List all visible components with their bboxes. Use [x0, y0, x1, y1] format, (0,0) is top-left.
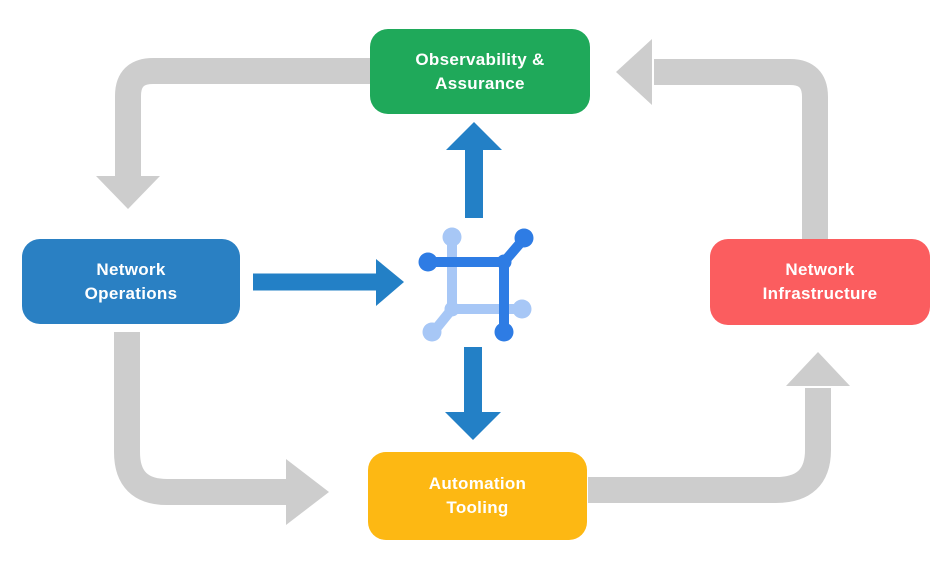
arrow-operations-to-hub — [253, 259, 404, 306]
node-network-infrastructure: Network Infrastructure — [710, 239, 930, 325]
network-hub-icon-dark — [418, 228, 534, 342]
node-observability-assurance: Observability & Assurance — [370, 29, 590, 114]
node-label-line: Assurance — [435, 73, 525, 93]
arrow-hub-to-observability — [446, 122, 502, 218]
arrow-automation-to-infrastructure — [588, 352, 850, 503]
node-label-line: Network — [96, 259, 166, 279]
node-label-line: Observability & — [415, 49, 545, 69]
network-hub-icon-light — [422, 227, 532, 342]
node-label-line: Network — [785, 260, 855, 279]
arrow-observability-to-operations — [96, 58, 372, 209]
arrow-operations-to-automation — [114, 332, 329, 525]
node-label-line: Tooling — [446, 498, 509, 517]
arrow-hub-to-automation — [445, 347, 501, 440]
node-label-line: Operations — [84, 283, 178, 303]
network-hub-icon — [418, 227, 534, 342]
node-label-line: Automation — [428, 474, 527, 493]
node-label-line: Infrastructure — [762, 284, 878, 303]
node-network-operations: Network Operations — [22, 239, 240, 324]
node-automation-tooling: Automation Tooling — [368, 452, 587, 540]
arrow-infrastructure-to-observability — [616, 39, 828, 245]
